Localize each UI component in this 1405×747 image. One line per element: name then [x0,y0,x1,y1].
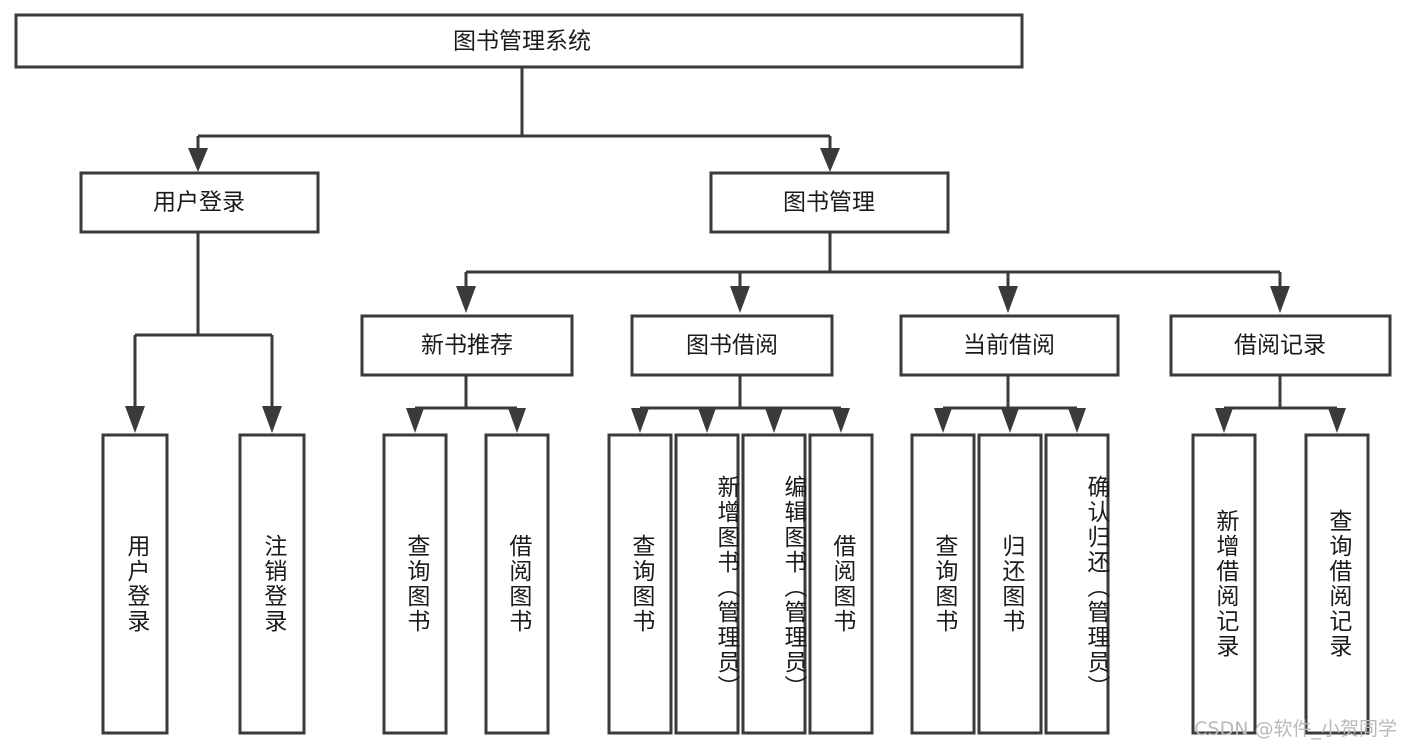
arrow-head-leaf-edit-book [765,408,783,433]
arrow-head-leaf-add-book [698,408,716,433]
arrow-head-leaf-logout [262,406,282,433]
node-user-login-label: 用户登录 [153,190,245,216]
leaf-box-user-login[interactable] [101,433,169,735]
node-user-login[interactable] [79,171,320,234]
leaf-box-edit-book[interactable] [741,433,807,735]
node-book-manage-label: 图书管理 [783,190,875,216]
node-root-label: 图书管理系统 [453,29,591,55]
node-new-book-recommend[interactable] [360,314,574,377]
leaf-box-query-book-2[interactable] [607,433,673,735]
connector-group-book-manage [456,232,1290,313]
leaf-box-logout[interactable] [238,433,306,735]
leaf-box-confirm-return[interactable] [1044,433,1110,735]
node-current-borrow[interactable] [899,314,1120,377]
node-book-borrow-label: 图书借阅 [686,333,778,359]
leaf-box-query-record[interactable] [1304,433,1370,735]
node-book-borrow[interactable] [630,314,834,377]
connector-group-current-borrow [934,375,1086,433]
node-root[interactable] [14,13,1024,69]
connector-group-borrow-record [1215,375,1346,433]
node-current-borrow-label: 当前借阅 [963,333,1055,359]
arrow-head-leaf-query-book-1 [406,408,424,433]
node-borrow-record-label: 借阅记录 [1234,333,1326,359]
leaf-box-add-record[interactable] [1191,433,1257,735]
arrow-head-leaf-user-login [125,406,145,433]
arrow-head-leaf-add-record [1215,408,1233,433]
leaf-box-query-book-1[interactable] [382,433,448,735]
arrow-head-leaf-borrow-book-2 [832,408,850,433]
arrow-head-book-manage [820,148,840,172]
connector-group-new-book-recommend [406,375,526,433]
csdn-watermark: CSDN @软件_小贺同学 [1194,718,1397,740]
arrow-head-borrow-record [1270,286,1290,313]
arrow-head-leaf-confirm-return [1068,408,1086,433]
arrow-head-current-borrow [998,286,1018,313]
node-new-book-recommend-label: 新书推荐 [421,333,513,359]
arrow-head-new-book-recommend [456,286,476,313]
connector-group-user-login [125,232,282,433]
connector-group-root [188,67,840,172]
arrow-head-leaf-query-book-2 [631,408,649,433]
leaf-box-borrow-book-2[interactable] [808,433,874,735]
leaf-box-return-book[interactable] [977,433,1043,735]
leaf-box-query-book-3[interactable] [910,433,976,735]
leaf-box-add-book[interactable] [674,433,740,735]
arrow-head-leaf-query-book-3 [934,408,952,433]
leaf-box-borrow-book-1[interactable] [484,433,550,735]
arrow-head-leaf-borrow-book-1 [508,408,526,433]
node-borrow-record[interactable] [1169,314,1392,377]
connector-group-book-borrow [631,375,850,433]
node-book-manage[interactable] [709,171,950,234]
arrow-head-user-login [188,148,208,172]
arrow-head-book-borrow [730,286,750,313]
arrow-head-leaf-return-book [1001,408,1019,433]
arrow-head-leaf-query-record [1328,408,1346,433]
